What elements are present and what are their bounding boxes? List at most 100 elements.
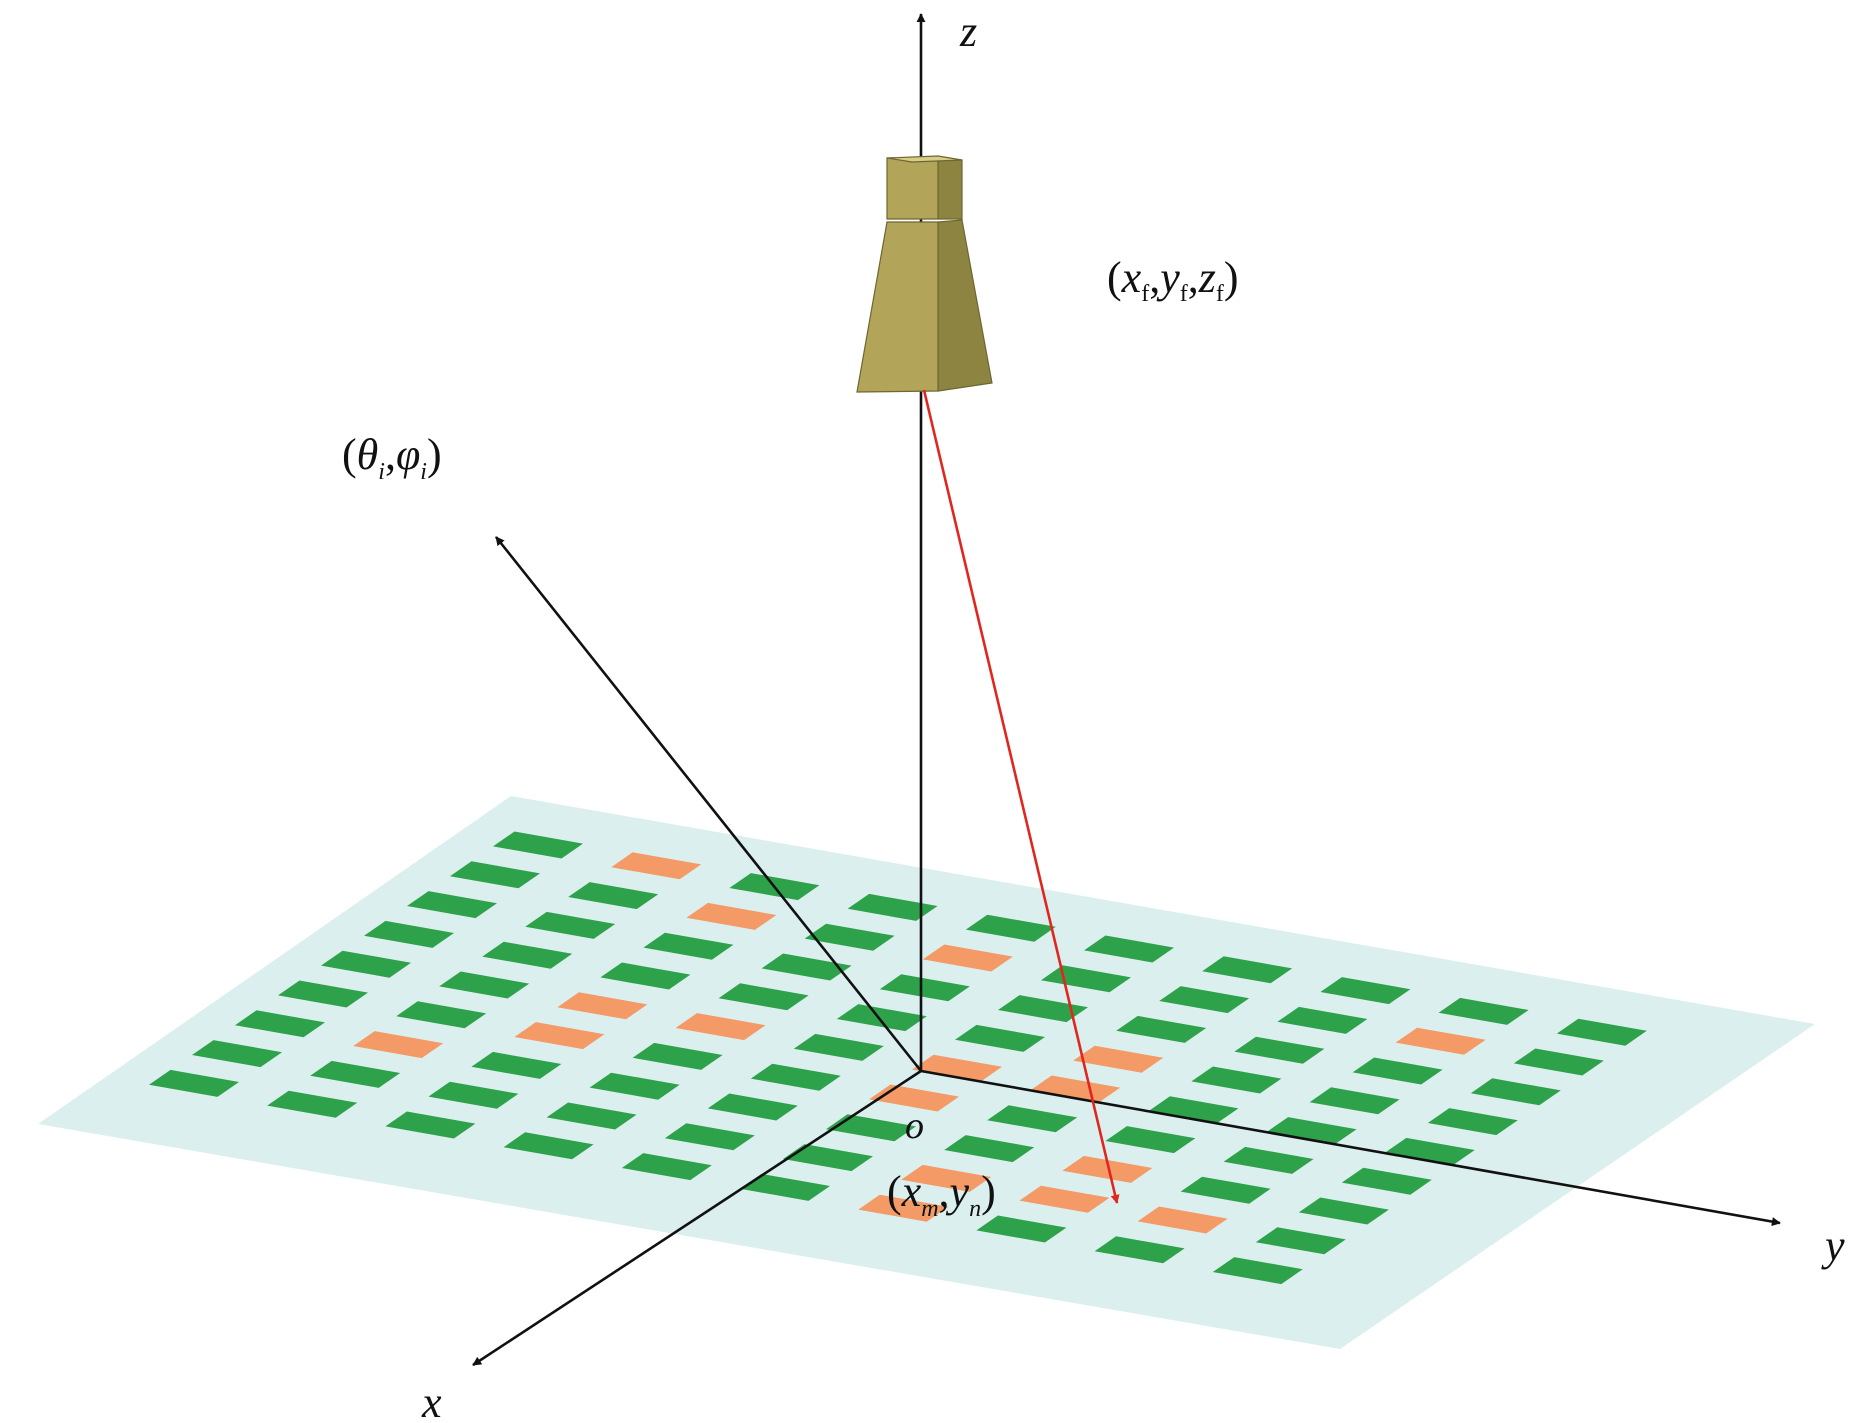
array-element-green: [1384, 1137, 1475, 1165]
array-element-green: [804, 923, 895, 951]
array-element-green: [1180, 1176, 1271, 1204]
array-element-green: [407, 891, 497, 919]
array-element-green: [1513, 1048, 1604, 1076]
array-element-orange: [686, 902, 777, 930]
element-grid: [149, 831, 1647, 1285]
array-element-green: [1352, 1057, 1443, 1085]
array-element-green: [1084, 935, 1174, 963]
array-element-green: [793, 1033, 884, 1061]
array-element-green: [1320, 977, 1411, 1005]
array-element-green: [998, 995, 1088, 1023]
incident-direction-arrow: [494, 536, 923, 1072]
array-element-green: [632, 1042, 723, 1070]
array-element-orange: [858, 1194, 949, 1222]
array-element-green: [826, 1114, 916, 1142]
array-element-green: [396, 1001, 487, 1029]
array-element-green: [192, 1040, 282, 1068]
array-element-orange: [1030, 1075, 1121, 1103]
array-element-green: [364, 920, 454, 948]
array-element-green: [439, 971, 530, 999]
incident-direction-label: (θi,φi): [342, 430, 442, 485]
array-element-green: [1094, 1236, 1185, 1264]
array-element-green: [1438, 997, 1529, 1025]
array-element-green: [546, 1102, 637, 1130]
array-element-orange: [1019, 1185, 1110, 1213]
horn-antenna-icon: [856, 155, 993, 393]
array-element-green: [1277, 1006, 1368, 1034]
array-element-green: [718, 983, 809, 1011]
array-element-green: [761, 953, 852, 981]
array-element-green: [1266, 1117, 1357, 1145]
array-element-green: [589, 1072, 680, 1100]
array-element-orange: [922, 944, 1013, 972]
array-element-green: [1223, 1146, 1314, 1174]
array-element-green: [944, 1135, 1035, 1163]
array-element-green: [1234, 1036, 1325, 1064]
array-element-green: [1309, 1087, 1400, 1115]
array-element-green: [1191, 1066, 1282, 1094]
origin-label: o: [905, 1105, 924, 1147]
element-position-label: (xm,yn): [887, 1167, 996, 1222]
array-element-green: [1470, 1078, 1561, 1106]
array-element-orange: [557, 992, 648, 1020]
y-axis-label: y: [1821, 1221, 1845, 1270]
array-element-green: [1105, 1126, 1196, 1154]
array-element-green: [976, 1215, 1067, 1243]
array-element-green: [1148, 1096, 1239, 1124]
array-element-green: [235, 1010, 325, 1038]
array-element-green: [643, 932, 734, 960]
array-element-green: [987, 1105, 1078, 1133]
array-element-green: [1202, 956, 1293, 984]
array-element-orange: [901, 1164, 992, 1192]
array-element-green: [503, 1132, 594, 1160]
x-axis-label: x: [421, 1378, 442, 1423]
array-element-orange: [1073, 1045, 1164, 1073]
feed-position-label: (xf,yf,zf): [1107, 253, 1239, 307]
array-element-green: [740, 1173, 830, 1201]
array-element-green: [471, 1051, 562, 1079]
array-element-green: [428, 1081, 519, 1109]
array-element-green: [1159, 986, 1250, 1014]
array-element-green: [664, 1123, 755, 1151]
z-axis-label: z: [959, 7, 977, 56]
array-element-orange: [912, 1054, 1002, 1082]
array-element-green: [965, 914, 1056, 942]
array-element-green: [278, 980, 368, 1008]
array-element-green: [1427, 1108, 1518, 1136]
array-element-green: [783, 1144, 873, 1172]
array-element-green: [879, 974, 970, 1002]
y-axis: [920, 1069, 1781, 1227]
array-element-orange: [1395, 1027, 1486, 1055]
array-element-orange: [1137, 1206, 1228, 1234]
array-element-green: [707, 1093, 798, 1121]
array-element-orange: [514, 1022, 605, 1050]
array-element-green: [621, 1153, 712, 1181]
array-element-green: [1341, 1167, 1432, 1195]
array-element-green: [600, 962, 691, 990]
array-element-green: [450, 861, 540, 889]
array-element-green: [321, 950, 411, 978]
array-element-green: [847, 893, 938, 921]
array-element-orange: [1062, 1155, 1153, 1183]
array-element-green: [482, 941, 573, 969]
array-element-green: [493, 831, 583, 859]
array-element-green: [525, 911, 616, 939]
array-element-green: [955, 1024, 1045, 1052]
array-element-green: [149, 1069, 239, 1097]
array-element-orange: [675, 1013, 766, 1041]
array-element-green: [1116, 1015, 1207, 1043]
array-element-green: [267, 1090, 358, 1118]
array-element-green: [1556, 1018, 1647, 1046]
array-element-green: [1212, 1257, 1303, 1285]
array-element-orange: [353, 1031, 444, 1059]
array-element-green: [836, 1004, 927, 1032]
array-element-green: [1255, 1227, 1346, 1255]
x-axis: [472, 1069, 922, 1367]
array-element-green: [385, 1111, 476, 1139]
array-element-green: [1298, 1197, 1389, 1225]
array-element-green: [310, 1060, 401, 1088]
feed-ray-arrow: [922, 389, 1120, 1204]
array-element-green: [750, 1063, 841, 1091]
